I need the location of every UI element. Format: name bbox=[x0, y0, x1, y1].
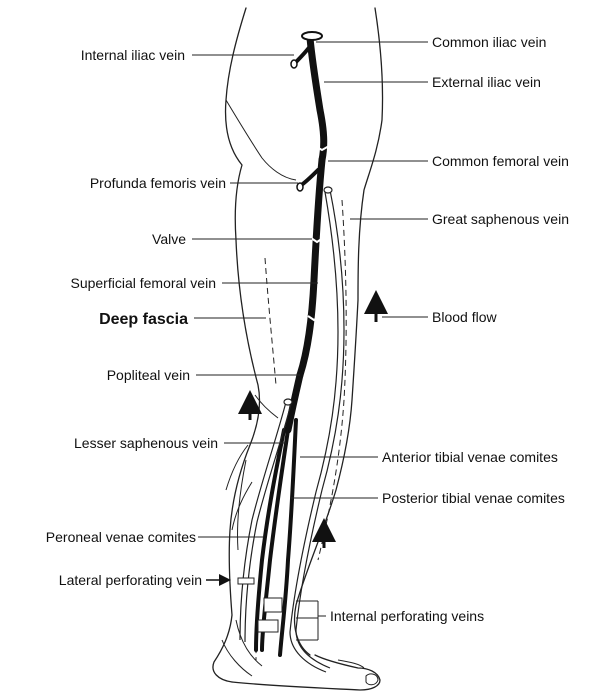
label-common-femoral-vein: Common femoral vein bbox=[432, 153, 569, 169]
label-superficial-femoral-vein: Superficial femoral vein bbox=[70, 275, 216, 291]
label-anterior-tibial-venae-comites: Anterior tibial venae comites bbox=[382, 449, 558, 465]
label-profunda-femoris-vein: Profunda femoris vein bbox=[90, 175, 226, 191]
label-popliteal-vein: Popliteal vein bbox=[107, 367, 190, 383]
label-valve: Valve bbox=[152, 231, 186, 247]
label-great-saphenous-vein: Great saphenous vein bbox=[432, 211, 569, 227]
label-lateral-perforating-vein: Lateral perforating vein bbox=[59, 572, 202, 588]
label-lesser-saphenous-vein: Lesser saphenous vein bbox=[74, 435, 218, 451]
label-posterior-tibial-venae-comites: Posterior tibial venae comites bbox=[382, 490, 565, 506]
deep-veins bbox=[256, 32, 329, 655]
leg-outline bbox=[213, 8, 383, 690]
label-blood-flow: Blood flow bbox=[432, 309, 497, 325]
label-internal-perforating-veins: Internal perforating veins bbox=[330, 608, 484, 624]
label-internal-iliac-vein: Internal iliac vein bbox=[81, 47, 185, 63]
label-deep-fascia: Deep fascia bbox=[99, 311, 188, 328]
label-common-iliac-vein: Common iliac vein bbox=[432, 34, 546, 50]
right-labels: Common iliac vein External iliac vein Co… bbox=[330, 34, 569, 624]
label-external-iliac-vein: External iliac vein bbox=[432, 74, 541, 90]
label-peroneal-venae-comites: Peroneal venae comites bbox=[46, 529, 196, 545]
